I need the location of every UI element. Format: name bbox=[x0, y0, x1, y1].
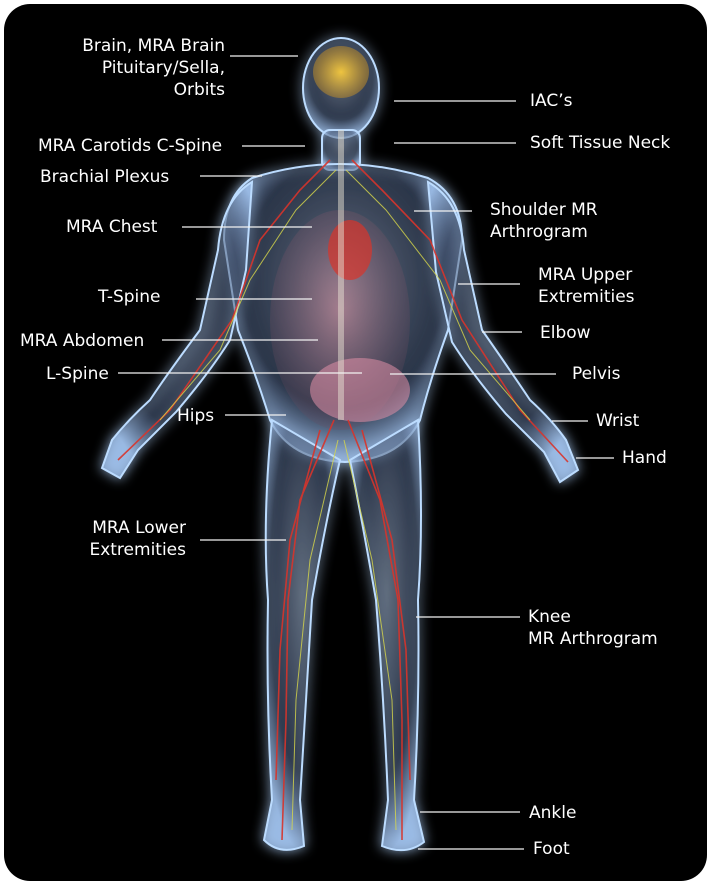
label-shoulder-line2: Arthrogram bbox=[490, 221, 598, 243]
label-shoulder-line1: Shoulder MR bbox=[490, 199, 598, 221]
label-t-spine: T-Spine bbox=[98, 286, 161, 308]
label-hand: Hand bbox=[622, 447, 667, 469]
label-mra-upper-line2: Extremities bbox=[538, 286, 635, 308]
label-mra-chest: MRA Chest bbox=[66, 216, 157, 238]
label-soft-tissue-neck: Soft Tissue Neck bbox=[530, 132, 670, 154]
label-brain-line3: Orbits bbox=[40, 79, 225, 101]
label-iacs: IAC’s bbox=[530, 90, 572, 112]
label-brain-line2: Pituitary/Sella, bbox=[40, 57, 225, 79]
label-pelvis: Pelvis bbox=[572, 363, 620, 385]
label-mra-abdomen: MRA Abdomen bbox=[20, 330, 144, 352]
label-foot: Foot bbox=[533, 838, 570, 860]
label-knee-line1: Knee bbox=[528, 606, 658, 628]
label-ankle: Ankle bbox=[529, 802, 576, 824]
label-hips: Hips bbox=[177, 405, 214, 427]
label-mra-lower: MRA Lower Extremities bbox=[60, 517, 186, 561]
label-mra-upper-line1: MRA Upper bbox=[538, 264, 635, 286]
label-shoulder: Shoulder MR Arthrogram bbox=[490, 199, 598, 243]
label-mra-upper: MRA Upper Extremities bbox=[538, 264, 635, 308]
label-knee-line2: MR Arthrogram bbox=[528, 628, 658, 650]
label-brachial-plexus: Brachial Plexus bbox=[40, 166, 169, 188]
label-brain: Brain, MRA Brain Pituitary/Sella, Orbits bbox=[40, 35, 225, 101]
label-elbow: Elbow bbox=[540, 322, 591, 344]
label-mra-lower-line2: Extremities bbox=[60, 539, 186, 561]
label-wrist: Wrist bbox=[596, 410, 639, 432]
label-mra-carotids: MRA Carotids C-Spine bbox=[38, 135, 222, 157]
label-knee: Knee MR Arthrogram bbox=[528, 606, 658, 650]
label-l-spine: L-Spine bbox=[46, 363, 109, 385]
brain-graphic bbox=[313, 46, 369, 98]
label-mra-lower-line1: MRA Lower bbox=[60, 517, 186, 539]
label-brain-line1: Brain, MRA Brain bbox=[40, 35, 225, 57]
